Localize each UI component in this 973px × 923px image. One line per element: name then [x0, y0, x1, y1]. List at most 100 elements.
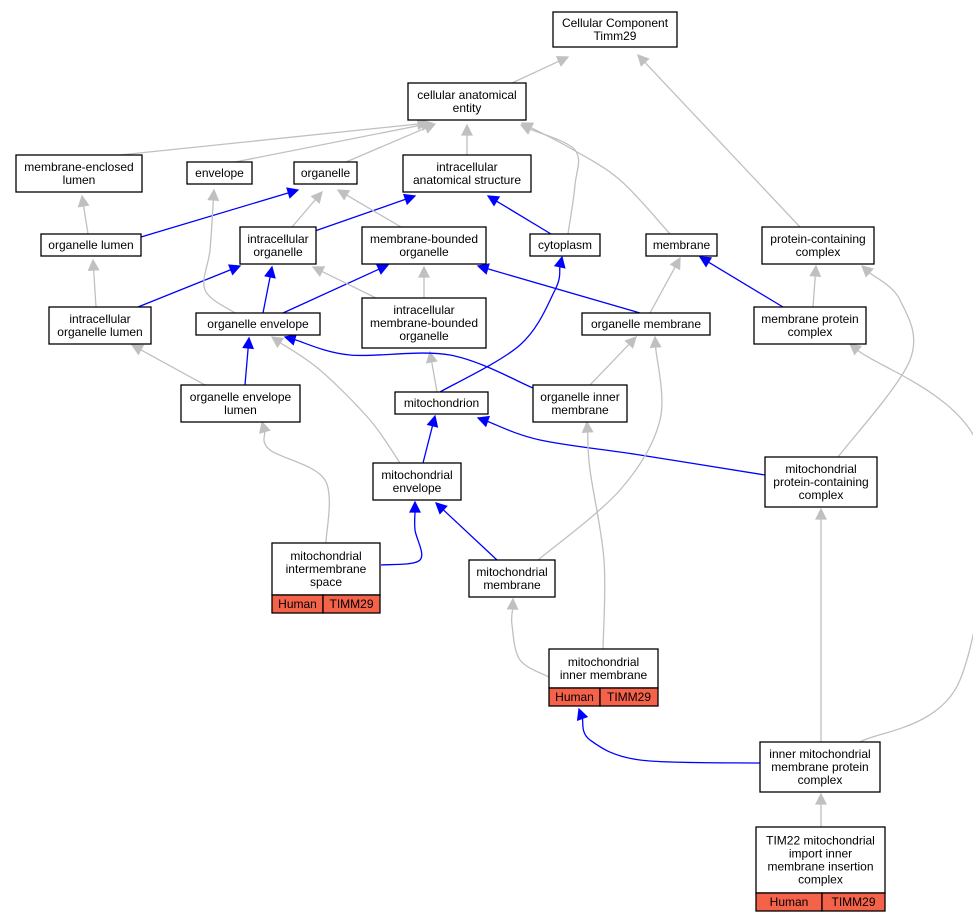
edge-mbo-to-org: [336, 189, 402, 228]
edge-mim-to-oim: [581, 420, 606, 650]
term-box: [532, 384, 628, 423]
edge-cyto-to-ias: [486, 195, 552, 235]
term-box: [394, 391, 489, 415]
go-term-node-mem[interactable]: membrane: [645, 233, 718, 257]
term-box: [15, 154, 143, 193]
arrowhead: [242, 336, 255, 350]
arrowhead: [848, 343, 862, 356]
term-box: [48, 306, 152, 345]
term-label-line: membrane-bounded: [370, 316, 478, 330]
arrowhead: [506, 597, 519, 610]
edge-pcc-to-root: [637, 54, 801, 228]
term-box: [40, 233, 142, 257]
arrowhead: [336, 189, 351, 201]
edge-mpc-to-pcc: [809, 264, 822, 308]
term-box: [407, 82, 527, 121]
term-label-line: entity: [453, 101, 482, 115]
edge-omem-to-mbo: [476, 263, 641, 314]
go-term-node-omem[interactable]: organelle membrane: [581, 312, 711, 336]
arrowhead: [576, 707, 589, 721]
arrowhead: [286, 187, 300, 199]
arrowhead: [409, 500, 421, 513]
go-term-node-oenv[interactable]: organelle envelope: [195, 312, 321, 336]
arrowhead: [649, 335, 662, 348]
term-label-line: mitochondrion: [404, 396, 479, 410]
arrowhead: [637, 54, 650, 67]
term-label-line: envelope: [195, 166, 244, 180]
edge-iol-to-olum: [87, 258, 100, 308]
species-label: Human: [770, 895, 809, 909]
term-box: [755, 826, 886, 894]
term-box: [552, 11, 678, 48]
edge-mito-to-cyto: [439, 255, 566, 393]
term-box: [361, 297, 487, 349]
gene-label: TIMM29: [607, 690, 651, 704]
edge-oenv-to-iorg: [262, 265, 276, 314]
arrowhead: [310, 190, 323, 204]
edge-omem-to-mem: [649, 256, 681, 314]
edge-mim-to-mmem: [506, 597, 550, 678]
go-term-node-olum[interactable]: organelle lumen: [40, 233, 142, 257]
arrowhead: [130, 344, 145, 356]
arrowhead: [553, 255, 566, 269]
edge-mpcc-to-mito: [476, 415, 766, 476]
term-box: [402, 154, 532, 193]
term-label-line: cellular anatomical: [417, 88, 516, 102]
term-box: [372, 462, 462, 501]
arrowhead: [311, 266, 326, 278]
term-label-line: complex: [798, 773, 843, 787]
edge-mem-to-cae: [520, 122, 671, 235]
term-box: [581, 312, 711, 336]
edge-mims-to-oel: [259, 420, 330, 544]
arrowhead: [227, 264, 242, 276]
term-label-line: mitochondrial: [568, 655, 639, 669]
edge-imbo-to-mbo: [418, 265, 430, 298]
go-term-node-cyto[interactable]: cytoplasm: [529, 233, 601, 257]
edge-mpc-to-mem: [698, 256, 784, 308]
term-label-line: mitochondrial: [381, 468, 452, 482]
term-label-line: intracellular: [69, 312, 130, 326]
term-label-line: TIM22 mitochondrial: [766, 834, 875, 848]
arrowhead: [624, 336, 637, 349]
edge-imbo-to-iorg: [311, 266, 377, 299]
term-label-line: membrane: [551, 403, 609, 417]
term-label-line: inner membrane: [560, 668, 648, 682]
term-label-line: membrane: [483, 578, 541, 592]
term-box: [195, 312, 321, 336]
go-term-node-org[interactable]: organelle: [293, 161, 358, 185]
term-label-line: mitochondrial: [290, 549, 361, 563]
term-box: [293, 161, 358, 185]
go-term-node-env[interactable]: envelope: [186, 161, 253, 185]
gene-label: TIMM29: [831, 895, 875, 909]
term-label-line: membrane protein: [761, 312, 858, 326]
go-term-node-mito[interactable]: mitochondrion: [394, 391, 489, 415]
term-label-line: Cellular Component: [562, 16, 669, 30]
arrowhead: [283, 334, 297, 346]
term-label-line: organelle inner: [540, 390, 619, 404]
term-label-line: organelle lumen: [57, 325, 142, 339]
term-label-line: space: [310, 575, 342, 589]
arrowhead: [264, 265, 276, 279]
arrowhead: [815, 792, 827, 805]
term-label-line: organelle membrane: [591, 317, 701, 331]
